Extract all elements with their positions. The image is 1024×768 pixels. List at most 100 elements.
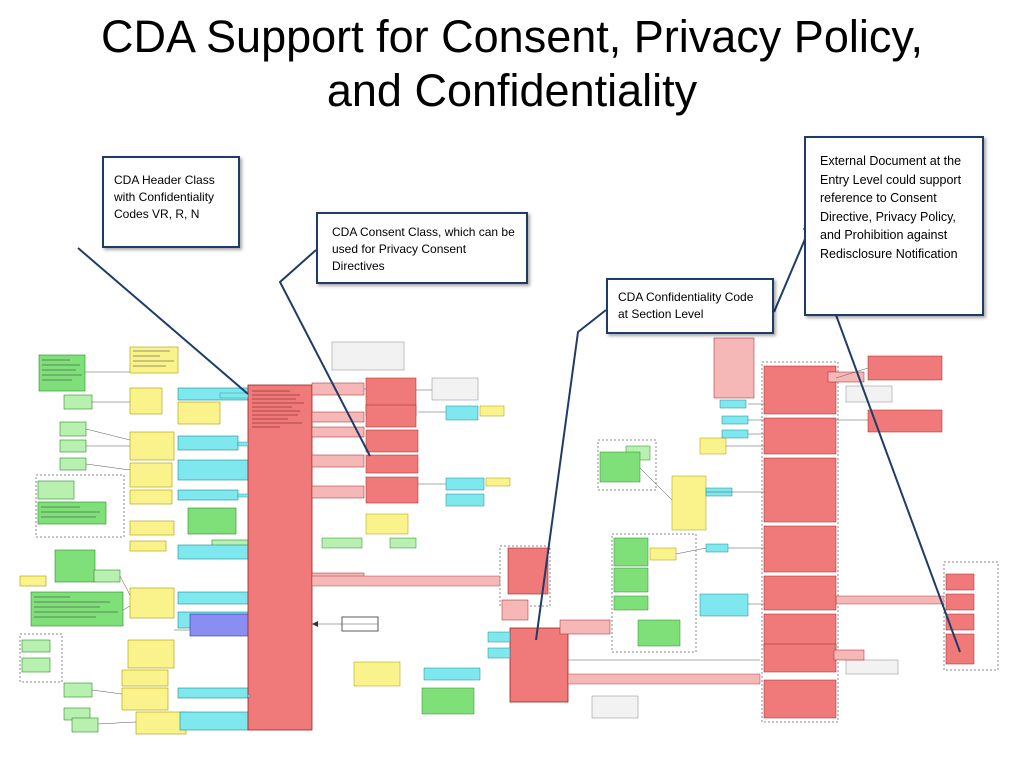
uml-class bbox=[763, 575, 837, 611]
uml-class bbox=[311, 485, 365, 499]
uml-class bbox=[177, 435, 239, 451]
uml-class bbox=[59, 439, 87, 453]
uml-class bbox=[129, 520, 175, 536]
uml-class bbox=[445, 477, 485, 491]
header-diagram bbox=[19, 346, 313, 735]
callout-external-document: External Document at the Entry Level cou… bbox=[804, 136, 984, 316]
uml-class bbox=[613, 537, 649, 567]
uml-class bbox=[63, 394, 93, 410]
uml-class bbox=[501, 599, 529, 621]
uml-class bbox=[719, 399, 747, 409]
uml-class bbox=[59, 457, 87, 471]
uml-class bbox=[487, 647, 511, 659]
callout-consent-class: CDA Consent Class, which can be used for… bbox=[316, 212, 528, 284]
uml-class bbox=[129, 540, 167, 552]
uml-class bbox=[763, 457, 837, 523]
uml-class bbox=[365, 476, 419, 504]
uml-class bbox=[763, 417, 837, 455]
uml-class bbox=[389, 537, 417, 549]
uml-class bbox=[699, 593, 749, 617]
callout-section-code: CDA Confidentiality Code at Section Leve… bbox=[606, 278, 774, 334]
uml-class bbox=[445, 493, 485, 507]
uml-class bbox=[827, 371, 865, 383]
uml-class bbox=[177, 489, 239, 501]
uml-class bbox=[177, 544, 249, 560]
uml-class bbox=[705, 543, 729, 553]
uml-class bbox=[30, 591, 124, 627]
uml-class bbox=[93, 569, 121, 583]
uml-class bbox=[945, 573, 975, 591]
uml-class bbox=[311, 454, 365, 468]
uml-class bbox=[121, 669, 169, 687]
uml-class bbox=[129, 431, 175, 461]
page-title: CDA Support for Consent, Privacy Policy,… bbox=[101, 11, 923, 116]
uml-class bbox=[187, 507, 237, 535]
callout-header-class: CDA Header Class with Confidentiality Co… bbox=[102, 156, 240, 248]
uml-class bbox=[135, 711, 187, 735]
uml-class bbox=[365, 454, 419, 474]
uml-class bbox=[671, 475, 707, 531]
uml-class bbox=[763, 525, 837, 573]
uml-class bbox=[321, 537, 363, 549]
clinical-document-class bbox=[247, 384, 313, 731]
uml-class bbox=[423, 667, 481, 681]
consent-class bbox=[365, 429, 419, 453]
uml-class bbox=[177, 459, 249, 481]
uml-class bbox=[713, 337, 755, 399]
uml-class bbox=[37, 480, 75, 500]
uml-class bbox=[38, 354, 86, 392]
uml-class bbox=[129, 587, 175, 619]
pointer-section bbox=[535, 309, 607, 641]
uml-class bbox=[599, 451, 641, 483]
uml-class bbox=[763, 643, 837, 673]
section-class bbox=[509, 627, 569, 703]
uml-class bbox=[763, 365, 837, 415]
uml-class bbox=[699, 437, 727, 455]
uml-class bbox=[649, 547, 677, 561]
uml-class bbox=[129, 462, 173, 488]
uml-class bbox=[54, 549, 96, 583]
pointer-section-right bbox=[773, 231, 809, 313]
uml-class bbox=[311, 411, 365, 423]
uml-class bbox=[121, 687, 169, 711]
consent-diagram bbox=[311, 341, 511, 632]
external-document-class bbox=[945, 633, 975, 665]
section-diagram bbox=[353, 337, 999, 723]
uml-class bbox=[613, 567, 649, 593]
uml-class bbox=[485, 477, 511, 487]
uml-class bbox=[21, 657, 51, 673]
uml-class bbox=[721, 429, 749, 439]
uml-class bbox=[445, 405, 479, 421]
uml-class bbox=[129, 489, 173, 505]
uml-class bbox=[479, 405, 505, 417]
pointer-header bbox=[77, 247, 249, 395]
uml-class bbox=[311, 426, 365, 438]
uml-class bbox=[613, 595, 649, 611]
uml-class bbox=[59, 421, 87, 437]
uml-class bbox=[127, 639, 175, 669]
uml-class bbox=[71, 717, 99, 733]
uml-class bbox=[353, 661, 401, 687]
uml-class bbox=[487, 631, 511, 643]
uml-class bbox=[833, 649, 865, 661]
uml-class bbox=[129, 387, 163, 415]
uml-class bbox=[867, 409, 943, 433]
uml-class bbox=[63, 682, 93, 698]
uml-class bbox=[129, 346, 179, 374]
uml-class bbox=[189, 613, 249, 637]
uml-class bbox=[945, 613, 975, 631]
uml-class bbox=[365, 513, 409, 535]
uml-class bbox=[945, 593, 975, 611]
uml-class bbox=[177, 687, 249, 699]
uml-class bbox=[637, 619, 681, 647]
pointer-consent bbox=[278, 249, 371, 457]
uml-class bbox=[721, 415, 749, 425]
uml-class bbox=[179, 711, 249, 731]
uml-class bbox=[19, 575, 47, 587]
uml-class bbox=[177, 591, 249, 605]
uml-class bbox=[21, 639, 51, 653]
uml-class bbox=[867, 355, 943, 381]
uml-class bbox=[37, 501, 107, 525]
uml-class bbox=[559, 619, 611, 635]
